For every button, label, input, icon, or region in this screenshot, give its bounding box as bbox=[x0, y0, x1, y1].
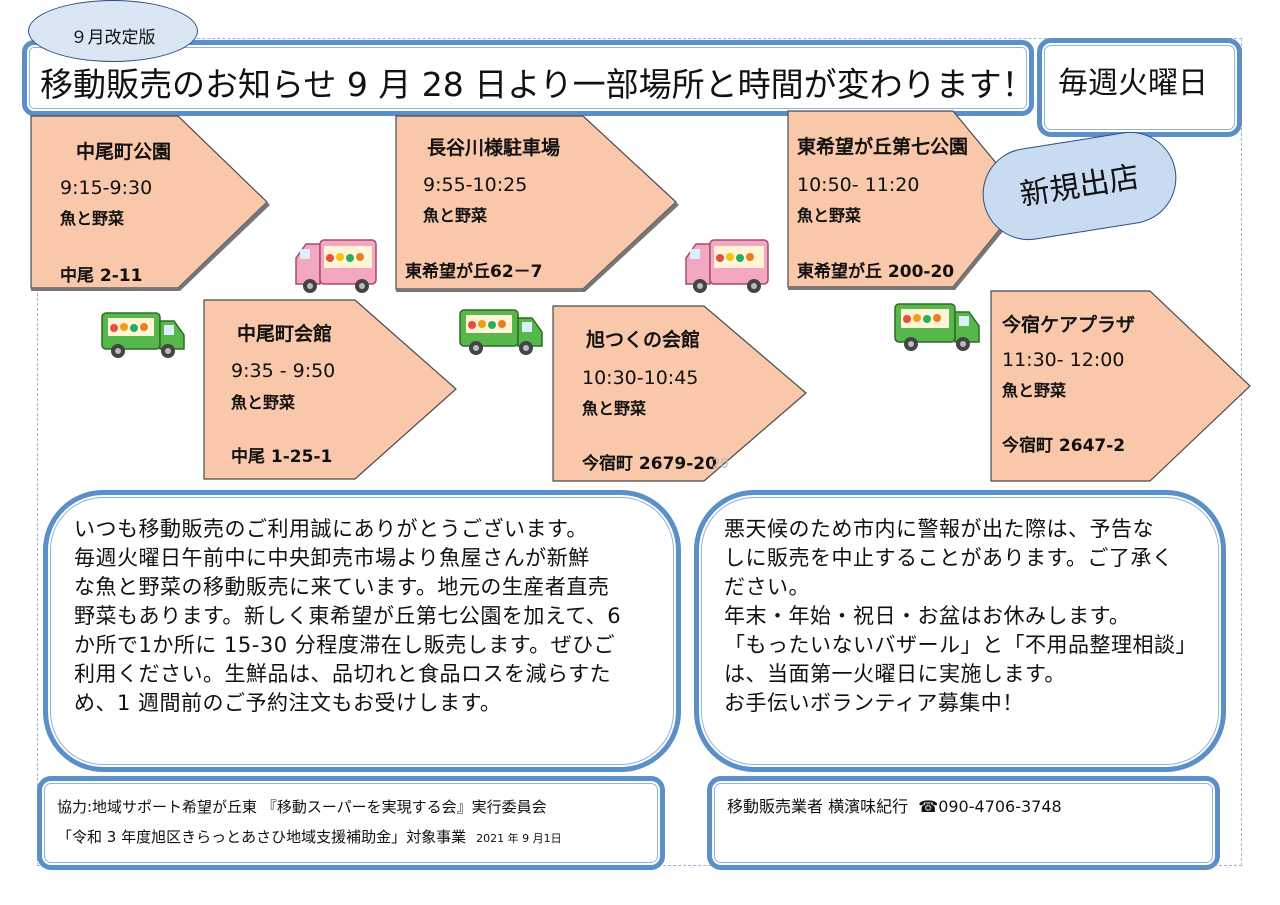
green-truck-icon bbox=[894, 303, 980, 351]
stop-time: 10:30-10:45 bbox=[582, 367, 699, 389]
notice-line: いつも移動販売のご利用誠にありがとうございます。 bbox=[74, 517, 588, 541]
stop-address: 中尾 2-11 bbox=[60, 266, 143, 286]
notice-line: は、当面第一火曜日に実施します。 bbox=[724, 662, 1066, 686]
notice-line: ださい。 bbox=[724, 575, 810, 599]
stop-address: 今宿町 2679-20 bbox=[582, 454, 717, 474]
stop-time: 11:30- 12:00 bbox=[1002, 349, 1125, 371]
notice-right-frame bbox=[694, 490, 1226, 772]
arrow-shape bbox=[787, 110, 1028, 290]
stop-items: 魚と野菜 bbox=[797, 206, 862, 225]
notice-line: 利用ください。生鮮品は、品切れと食品ロスを減らすた bbox=[74, 662, 612, 686]
stop-items: 魚と野菜 bbox=[60, 209, 125, 228]
stop-card-6: 今宿ケアプラザ 11:30- 12:00 魚と野菜 今宿町 2647-2 bbox=[990, 290, 1252, 483]
stop-name: 長谷川様駐車場 bbox=[427, 137, 561, 159]
page-title: 移動販売のお知らせ 9 月 28 日より一部場所と時間が変わります！ bbox=[40, 65, 1035, 104]
stop-card-4: 旭つくの会館 10:30-10:45 魚と野菜 今宿町 2679-20 bbox=[552, 305, 808, 483]
pink-truck-icon bbox=[295, 239, 377, 293]
footer-program-text: 「令和 3 年度旭区きらっとあさひ地域支援補助金」対象事業 bbox=[57, 828, 467, 846]
stop-address: 東希望が丘62－7 bbox=[405, 262, 543, 282]
footer-vendor-line: 移動販売業者 横濱味紀行 ☎090-4706-3748 bbox=[727, 793, 1062, 817]
green-truck-icon bbox=[459, 309, 543, 355]
footer-left-frame bbox=[37, 776, 665, 870]
stop-card-2: 中尾町会館 9:35 - 9:50 魚と野菜 中尾 1-25-1 bbox=[203, 299, 458, 481]
notice-right-text: 悪天候のため市内に警報が出た際は、予告な しに販売を中止することがあります。ご了… bbox=[724, 515, 1197, 718]
stop-name: 中尾町公園 bbox=[76, 141, 172, 163]
stop-address: 中尾 1-25-1 bbox=[231, 447, 333, 467]
notice-line: か所で1か所に 15-30 分程度滞在し販売します。ぜひご bbox=[74, 633, 616, 657]
stop-address: 東希望が丘 200-20 bbox=[797, 262, 955, 282]
stop-card-1: 中尾町公園 9:15-9:30 魚と野菜 中尾 2-11 bbox=[28, 113, 270, 291]
notice-line: お手伝いボランティア募集中！ bbox=[724, 691, 1024, 715]
stop-time: 9:55-10:25 bbox=[423, 174, 528, 196]
arrow-shape bbox=[395, 115, 679, 292]
notice-line: 毎週火曜日午前中に中央卸売市場より魚屋さんが新鮮 bbox=[74, 546, 590, 570]
stop-card-5: 東希望が丘第七公園 10:50- 11:20 魚と野菜 東希望が丘 200-20 bbox=[785, 108, 1028, 290]
stop-time: 10:50- 11:20 bbox=[797, 174, 920, 196]
stop-time: 9:35 - 9:50 bbox=[231, 360, 336, 382]
notice-line: 「もったいないバザール」と「不用品整理相談」 bbox=[724, 633, 1197, 657]
stop-items: 魚と野菜 bbox=[1002, 381, 1067, 400]
stop-card-3: 長谷川様駐車場 9:55-10:25 魚と野菜 東希望が丘62－7 bbox=[393, 113, 679, 292]
notice-line: 悪天候のため市内に警報が出た際は、予告な bbox=[724, 517, 1154, 541]
notice-line: 野菜もあります。新しく東希望が丘第七公園を加えて、6 bbox=[74, 604, 622, 628]
stop-time: 9:15-9:30 bbox=[60, 177, 153, 199]
arrow-shape bbox=[990, 290, 1251, 482]
revised-badge: ９月改定版 bbox=[28, 0, 198, 62]
notice-left-frame bbox=[43, 490, 681, 772]
notice-left-text: いつも移動販売のご利用誠にありがとうございます。 毎週火曜日午前中に中央卸売市場… bbox=[74, 515, 621, 718]
stop-address: 今宿町 2647-2 bbox=[1002, 436, 1126, 456]
arrow-shape bbox=[203, 299, 457, 480]
title-frame bbox=[22, 40, 1034, 116]
footer-right-frame bbox=[707, 776, 1220, 870]
page-mark: 20 bbox=[712, 457, 729, 472]
notice-line: め、1 週間前のご予約注文もお受けします。 bbox=[74, 691, 502, 715]
notice-line: しに販売を中止することがあります。ご了承く bbox=[724, 546, 1174, 570]
footer-date: 2021 年 9 月1日 bbox=[476, 832, 562, 845]
stop-items: 魚と野菜 bbox=[423, 206, 488, 225]
pink-truck-icon bbox=[685, 239, 769, 293]
arrow-shape bbox=[552, 305, 807, 482]
stop-name: 東希望が丘第七公園 bbox=[797, 136, 969, 158]
arrow-shape bbox=[30, 115, 270, 291]
stop-name: 旭つくの会館 bbox=[586, 329, 701, 351]
vendor-name: 移動販売業者 横濱味紀行 bbox=[727, 797, 909, 816]
weekday-frame bbox=[1037, 38, 1242, 137]
notice-line: な魚と野菜の移動販売に来ています。地元の生産者直売 bbox=[74, 575, 610, 599]
stop-name: 今宿ケアプラザ bbox=[1002, 314, 1136, 336]
notice-line: 年末・年始・祝日・お盆はお休みします。 bbox=[724, 604, 1131, 628]
vendor-phone: ☎090-4706-3748 bbox=[918, 797, 1062, 816]
green-truck-icon bbox=[101, 312, 185, 358]
stop-items: 魚と野菜 bbox=[582, 399, 647, 418]
footer-program: 「令和 3 年度旭区きらっとあさひ地域支援補助金」対象事業 2021 年 9 月1… bbox=[57, 826, 562, 847]
stop-items: 魚と野菜 bbox=[231, 393, 296, 412]
footer-sponsor: 協力:地域サポート希望が丘東 『移動スーパーを実現する会』実行委員会 bbox=[57, 798, 547, 816]
weekday-label: 毎週火曜日 bbox=[1058, 66, 1208, 101]
stop-name: 中尾町会館 bbox=[237, 323, 333, 345]
